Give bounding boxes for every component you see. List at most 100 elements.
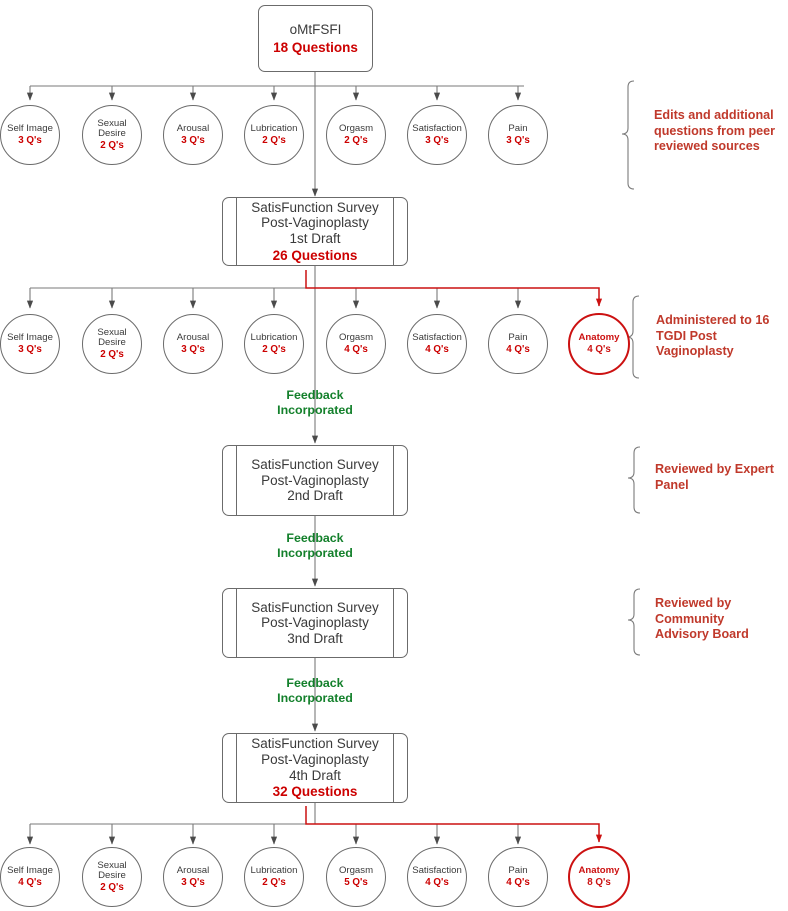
- procbox-left-rule: [236, 446, 237, 515]
- feedback-label-2: Feedback Incorporated: [245, 531, 385, 562]
- feedback-line1: Feedback: [286, 676, 344, 690]
- circle-questions: 2 Q's: [262, 876, 286, 888]
- circle-label: Orgasm: [338, 864, 374, 876]
- node-draft4-line1: SatisFunction Survey: [251, 736, 379, 752]
- circle-sexual-desire-row3[interactable]: Sexual Desire 2 Q's: [82, 847, 142, 907]
- circle-label: Pain: [508, 864, 528, 876]
- circle-arousal-row1[interactable]: Arousal 3 Q's: [163, 105, 223, 165]
- node-omtfsfi[interactable]: oMtFSFI 18 Questions: [258, 5, 373, 72]
- circle-arousal-row2[interactable]: Arousal 3 Q's: [163, 314, 223, 374]
- circle-questions: 3 Q's: [18, 343, 42, 355]
- circle-orgasm-row2[interactable]: Orgasm 4 Q's: [326, 314, 386, 374]
- circle-pain-row3[interactable]: Pain 4 Q's: [488, 847, 548, 907]
- circle-satisfaction-row2[interactable]: Satisfaction 4 Q's: [407, 314, 467, 374]
- circle-label: Lubrication: [250, 122, 298, 134]
- feedback-label-1: Feedback Incorporated: [245, 388, 385, 419]
- circle-label: Self Image: [7, 122, 53, 134]
- circle-sexual-desire-row1[interactable]: Sexual Desire 2 Q's: [82, 105, 142, 165]
- procbox-right-rule: [393, 198, 394, 265]
- circle-label: Pain: [508, 331, 528, 343]
- node-draft2-line1: SatisFunction Survey: [251, 457, 379, 473]
- circle-label: Arousal: [176, 331, 210, 343]
- red-branch-draft1-anatomy: [305, 270, 603, 307]
- node-draft1-line1: SatisFunction Survey: [251, 199, 379, 215]
- node-draft2[interactable]: SatisFunction Survey Post-Vaginoplasty 2…: [222, 445, 408, 516]
- circle-label: Sexual Desire: [97, 326, 127, 349]
- node-draft1[interactable]: SatisFunction Survey Post-Vaginoplasty 1…: [222, 197, 408, 266]
- annot-administered: Administered to 16 TGDI Post Vaginoplast…: [656, 313, 770, 358]
- circle-label: Arousal: [176, 864, 210, 876]
- node-draft4[interactable]: SatisFunction Survey Post-Vaginoplasty 4…: [222, 733, 408, 803]
- circle-label: Satisfaction: [412, 864, 462, 876]
- circle-self-image-row2[interactable]: Self Image 3 Q's: [0, 314, 60, 374]
- node-draft2-line2: Post-Vaginoplasty: [261, 472, 369, 488]
- circle-questions: 5 Q's: [344, 876, 368, 888]
- circle-satisfaction-row1[interactable]: Satisfaction 3 Q's: [407, 105, 467, 165]
- circle-label: Satisfaction: [412, 122, 462, 134]
- circle-label: Orgasm: [338, 331, 374, 343]
- circle-questions: 4 Q's: [18, 876, 42, 888]
- circle-questions: 3 Q's: [425, 134, 449, 146]
- circle-satisfaction-row3[interactable]: Satisfaction 4 Q's: [407, 847, 467, 907]
- circle-label: Sexual Desire: [97, 117, 127, 140]
- node-draft2-line3: 2nd Draft: [287, 488, 343, 504]
- circle-questions: 2 Q's: [344, 134, 368, 146]
- circle-label: Self Image: [7, 331, 53, 343]
- node-omtfsfi-label: oMtFSFI: [289, 21, 342, 37]
- annot-expert-panel: Reviewed by Expert Panel: [655, 462, 774, 492]
- feedback-line1: Feedback: [286, 388, 344, 402]
- node-draft4-questions: 32 Questions: [272, 784, 358, 800]
- node-draft3-line3: 3nd Draft: [287, 630, 343, 646]
- circle-label: Lubrication: [250, 864, 298, 876]
- circle-questions: 4 Q's: [506, 343, 530, 355]
- node-draft1-questions: 26 Questions: [272, 247, 358, 263]
- node-draft1-line2: Post-Vaginoplasty: [261, 215, 369, 231]
- circle-arousal-row3[interactable]: Arousal 3 Q's: [163, 847, 223, 907]
- circle-questions: 4 Q's: [344, 343, 368, 355]
- red-branch-draft4-anatomy: [305, 806, 603, 843]
- circle-label: Anatomy: [578, 331, 620, 343]
- node-draft3-line1: SatisFunction Survey: [251, 599, 379, 615]
- procbox-right-rule: [393, 734, 394, 802]
- circle-label: Lubrication: [250, 331, 298, 343]
- annotation-brackets: [621, 80, 641, 656]
- circle-questions: 4 Q's: [587, 343, 611, 355]
- circle-self-image-row1[interactable]: Self Image 3 Q's: [0, 105, 60, 165]
- circle-questions: 3 Q's: [18, 134, 42, 146]
- node-draft3[interactable]: SatisFunction Survey Post-Vaginoplasty 3…: [222, 588, 408, 658]
- feedback-line2: Incorporated: [277, 403, 353, 418]
- circle-questions: 3 Q's: [506, 134, 530, 146]
- procbox-left-rule: [236, 198, 237, 265]
- circle-label: Self Image: [7, 864, 53, 876]
- circle-questions: 2 Q's: [262, 343, 286, 355]
- circle-lubrication-row2[interactable]: Lubrication 2 Q's: [244, 314, 304, 374]
- circle-sexual-desire-row2[interactable]: Sexual Desire 2 Q's: [82, 314, 142, 374]
- circle-questions: 2 Q's: [262, 134, 286, 146]
- annot-peer-review: Edits and additional questions from peer…: [654, 108, 776, 153]
- circle-pain-row1[interactable]: Pain 3 Q's: [488, 105, 548, 165]
- circle-orgasm-row1[interactable]: Orgasm 2 Q's: [326, 105, 386, 165]
- circle-label: Satisfaction: [412, 331, 462, 343]
- node-draft4-line3: 4th Draft: [289, 767, 341, 783]
- circle-lubrication-row3[interactable]: Lubrication 2 Q's: [244, 847, 304, 907]
- circle-questions: 4 Q's: [425, 876, 449, 888]
- circle-questions: 2 Q's: [100, 348, 124, 360]
- circle-questions: 3 Q's: [181, 876, 205, 888]
- procbox-right-rule: [393, 446, 394, 515]
- circle-questions: 2 Q's: [100, 139, 124, 151]
- circle-orgasm-row3[interactable]: Orgasm 5 Q's: [326, 847, 386, 907]
- node-draft4-line2: Post-Vaginoplasty: [261, 751, 369, 767]
- circle-questions: 3 Q's: [181, 134, 205, 146]
- circle-anatomy-row3[interactable]: Anatomy 8 Q's: [568, 846, 630, 908]
- circle-questions: 3 Q's: [181, 343, 205, 355]
- circle-anatomy-row2[interactable]: Anatomy 4 Q's: [568, 313, 630, 375]
- circle-lubrication-row1[interactable]: Lubrication 2 Q's: [244, 105, 304, 165]
- circle-label: Pain: [508, 122, 528, 134]
- circle-label: Sexual Desire: [97, 859, 127, 882]
- feedback-line1: Feedback: [286, 531, 344, 545]
- annot-community-advisory-board: Reviewed by Community Advisory Board: [655, 596, 749, 641]
- circle-pain-row2[interactable]: Pain 4 Q's: [488, 314, 548, 374]
- node-draft1-line3: 1st Draft: [289, 231, 341, 246]
- circle-self-image-row3[interactable]: Self Image 4 Q's: [0, 847, 60, 907]
